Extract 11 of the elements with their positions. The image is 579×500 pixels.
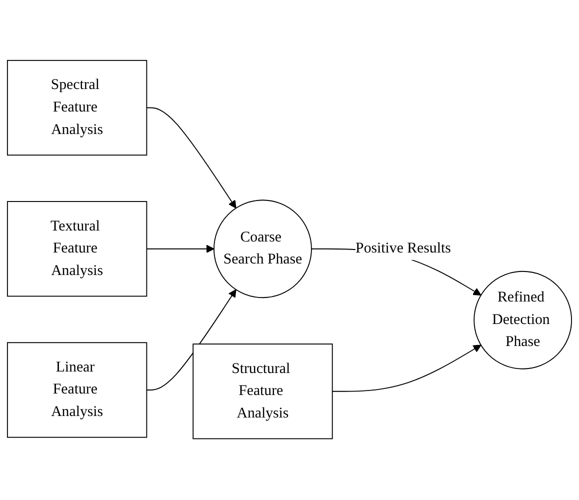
node-box: Textural Feature Analysis: [6, 201, 148, 298]
arrow: [332, 345, 482, 392]
node-box: Linear Feature Analysis: [6, 342, 148, 438]
arrow: [146, 290, 236, 391]
arrow: [146, 108, 236, 209]
node-box: Spectral Feature Analysis: [6, 60, 148, 156]
node-box: Structural Feature Analysis: [192, 344, 333, 440]
node-circle: Refined Detection Phase: [474, 271, 572, 370]
arrow: [146, 245, 214, 254]
node-circle: Coarse Search Phase: [214, 200, 312, 298]
edge-label: Positive Results: [356, 240, 451, 257]
